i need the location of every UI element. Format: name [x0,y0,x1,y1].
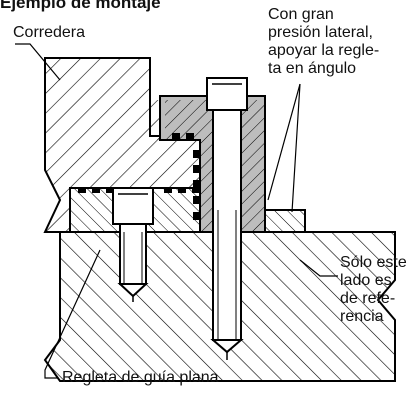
label-reference-line: de refe- [340,290,396,307]
label-lateral-pressure-line: Con gran [268,6,334,23]
label-reference-line: Sólo este [340,254,407,271]
seal-marks [78,133,200,220]
short-screw [112,187,154,302]
label-flat-guide-rail: Regleta de guía plana [62,369,219,386]
leader-lines [15,43,338,379]
label-reference-line: lado es [340,272,392,289]
label-lateral-pressure-line: presión lateral, [268,24,373,41]
label-reference-line: rencia [340,308,384,325]
label-lateral-pressure: Con gran presión lateral, apoyar la regl… [268,6,379,78]
label-slide: Corredera [13,24,86,41]
label-lateral-pressure-line: apoyar la regle- [268,42,380,59]
label-reference-side: Sólo este lado es de refe- rencia [340,254,407,326]
diagram-title: Ejemplo de montaje [0,0,161,12]
label-lateral-pressure-line: ta en ángulo [268,60,357,77]
long-screw [206,77,248,360]
